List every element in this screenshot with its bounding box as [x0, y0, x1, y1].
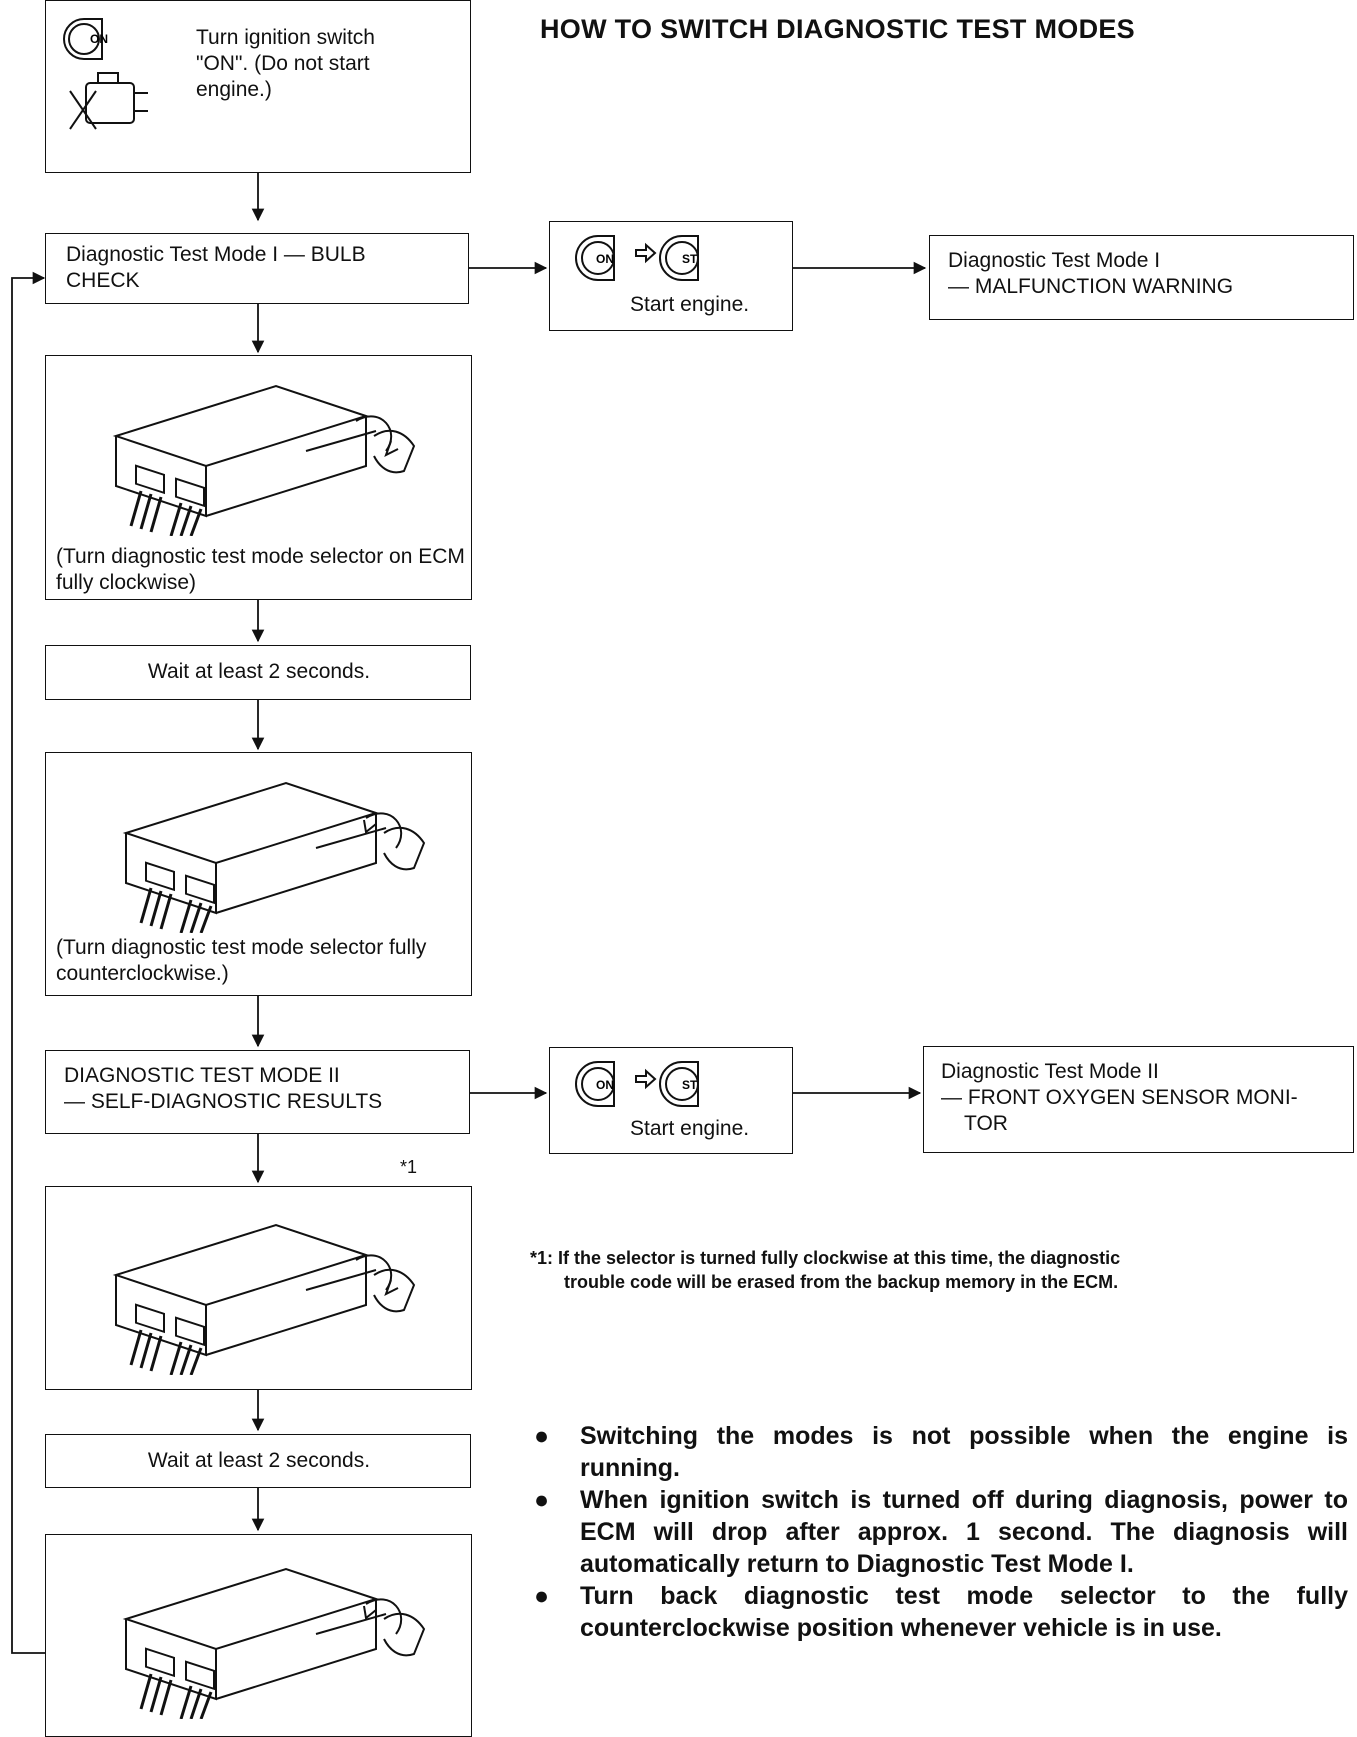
svg-text:ST: ST — [682, 1078, 698, 1092]
wait-box-2: Wait at least 2 seconds. — [45, 1434, 471, 1488]
clockwise-caption: (Turn diagnostic test mode selector on E… — [56, 545, 465, 594]
footnote-text-line2: trouble code will be erased from the bac… — [564, 1272, 1119, 1292]
ecm-screwdriver-counterclockwise-illustration — [122, 781, 426, 933]
svg-text:ON: ON — [596, 252, 614, 266]
bullet-icon: ● — [534, 1582, 550, 1610]
mode1-bulb-check-box: Diagnostic Test Mode I — BULB CHECK — [45, 233, 469, 304]
start-engine-label-2: Start engine. — [630, 1117, 750, 1140]
notes-list: ●Switching the modes is not possible whe… — [528, 1420, 1348, 1644]
footnote: *1: If the selector is turned fully cloc… — [530, 1246, 1330, 1294]
start-engine-label-1: Start engine. — [630, 293, 750, 316]
ecm-screwdriver-counterclockwise-illustration-2 — [122, 1567, 426, 1719]
note-item: ●Turn back diagnostic test mode selector… — [534, 1582, 1348, 1642]
bullet-icon: ● — [534, 1422, 550, 1450]
key-on-to-start-icon: ON ST — [575, 235, 699, 281]
mode1-result-line2: — MALFUNCTION WARNING — [948, 275, 1234, 298]
ecm-counterclockwise-box-2 — [45, 1534, 472, 1737]
mode1-result-line1: Diagnostic Test Mode I — [948, 249, 1161, 272]
mode2-line1: DIAGNOSTIC TEST MODE II — [64, 1064, 340, 1087]
ignition-instruction: Turn ignition switch "ON". (Do not start… — [196, 26, 375, 101]
mode2-result-line1: Diagnostic Test Mode II — [941, 1060, 1159, 1083]
ecm-clockwise-box: (Turn diagnostic test mode selector on E… — [45, 355, 472, 600]
page-title: HOW TO SWITCH DIAGNOSTIC TEST MODES — [540, 14, 1135, 44]
ignition-key-and-engine-icon: ON — [63, 18, 148, 130]
mode2-o2-monitor-box: Diagnostic Test Mode II — FRONT OXYGEN S… — [923, 1046, 1354, 1153]
ignition-step-box: ON Turn ignition switch "ON". (Do not st… — [45, 0, 471, 173]
ecm-clockwise-box-2 — [45, 1186, 472, 1390]
mode2-line2: — SELF-DIAGNOSTIC RESULTS — [64, 1090, 383, 1113]
mode1-label: Diagnostic Test Mode I — BULB CHECK — [66, 243, 366, 292]
wait-label-1: Wait at least 2 seconds. — [147, 660, 371, 683]
counterclockwise-caption: (Turn diagnostic test mode selector full… — [56, 936, 427, 985]
ecm-screwdriver-clockwise-illustration-2 — [112, 1223, 416, 1375]
start-engine-box-2: ON ST Start engine. — [549, 1047, 793, 1154]
mode2-result-line2: — FRONT OXYGEN SENSOR MONI- — [941, 1086, 1298, 1109]
loop-back-arrow — [11, 271, 46, 1654]
note-item: ●When ignition switch is turned off duri… — [534, 1486, 1348, 1578]
ecm-counterclockwise-box: (Turn diagnostic test mode selector full… — [45, 752, 472, 996]
key-on-to-start-icon-2: ON ST — [575, 1061, 699, 1107]
ecm-screwdriver-clockwise-illustration — [112, 384, 416, 536]
wait-label-2: Wait at least 2 seconds. — [147, 1449, 371, 1472]
note-item: ●Switching the modes is not possible whe… — [534, 1422, 1348, 1482]
footnote-marker-label: *1 — [400, 1157, 418, 1177]
footnote-marker: *1: — [530, 1248, 554, 1268]
key-on-label: ON — [90, 32, 108, 46]
footnote-text-line1: If the selector is turned fully clockwis… — [558, 1248, 1121, 1268]
start-engine-box-1: ON ST Start engine. — [549, 221, 793, 331]
mode1-malfunction-warning-box: Diagnostic Test Mode I — MALFUNCTION WAR… — [929, 235, 1354, 320]
bullet-icon: ● — [534, 1486, 550, 1514]
svg-text:ON: ON — [596, 1078, 614, 1092]
mode2-self-diagnostic-box: DIAGNOSTIC TEST MODE II — SELF-DIAGNOSTI… — [45, 1050, 470, 1134]
svg-text:ST: ST — [682, 252, 698, 266]
wait-box-1: Wait at least 2 seconds. — [45, 645, 471, 700]
mode2-result-line3: TOR — [964, 1112, 1008, 1135]
